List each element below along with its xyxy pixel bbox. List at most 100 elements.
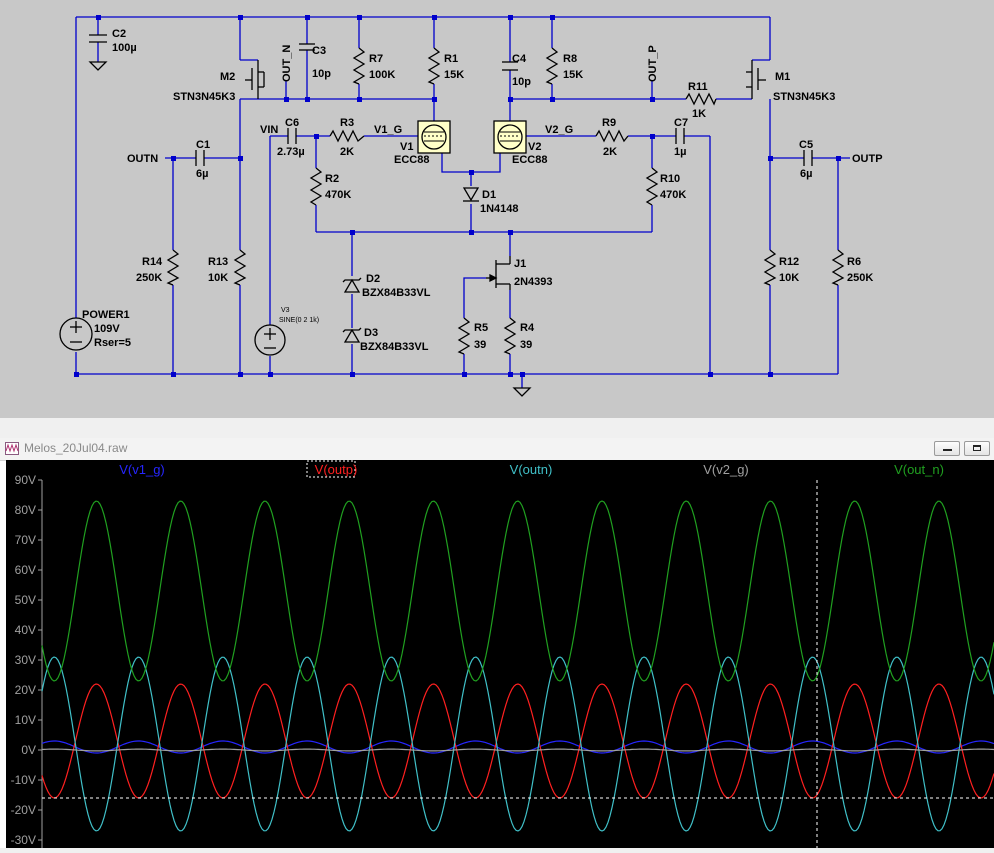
trace-line[interactable]	[41, 656, 994, 832]
tube-v2-symbol[interactable]	[493, 120, 527, 154]
net-out-n-label: OUT_N	[281, 45, 293, 82]
y-tick-label: 0V	[21, 743, 36, 757]
resistor-r13-symbol[interactable]	[233, 249, 247, 286]
m1-ref: M1	[775, 71, 790, 83]
r2-ref: R2	[325, 173, 339, 185]
ground-main-icon	[512, 387, 532, 397]
mosfet-m1-symbol[interactable]	[746, 60, 766, 99]
y-tick-label: -10V	[11, 773, 36, 787]
resistor-r1-symbol[interactable]	[427, 47, 441, 85]
net-outn-label: OUTN	[127, 153, 158, 165]
capacitor-c6-symbol[interactable]	[287, 128, 297, 144]
resistor-r14-symbol[interactable]	[166, 249, 180, 286]
minimize-icon	[943, 449, 952, 451]
v3-ref: V3	[281, 307, 290, 314]
j1-value: 2N4393	[514, 276, 553, 288]
r14-ref: R14	[142, 256, 163, 268]
legend-entry[interactable]: V(v2_g)	[703, 462, 749, 477]
maximize-button[interactable]	[964, 441, 990, 456]
resistor-r7-symbol[interactable]	[352, 47, 366, 85]
resistor-r12-symbol[interactable]	[763, 249, 777, 286]
net-v1-g-label: V1_G	[374, 124, 402, 136]
resistor-r10-symbol[interactable]	[645, 167, 659, 206]
trace-line[interactable]	[41, 683, 994, 799]
c5-ref: C5	[799, 139, 813, 151]
v3-value: SINE(0 2 1k)	[279, 317, 319, 324]
legend-entry[interactable]: V(v1_g)	[119, 462, 165, 477]
diode-d1-symbol[interactable]	[462, 187, 480, 202]
resistor-r8-symbol[interactable]	[545, 47, 559, 85]
r6-ref: R6	[847, 256, 861, 268]
r3-value: 2K	[340, 146, 354, 158]
r5-ref: R5	[474, 322, 488, 334]
r9-ref: R9	[602, 117, 616, 129]
pane-divider[interactable]	[0, 418, 994, 438]
y-tick-label: 20V	[15, 683, 36, 697]
waveform-window-titlebar[interactable]: Melos_20Jul04.raw	[0, 438, 994, 461]
power1-rser: Rser=5	[94, 337, 131, 349]
r2-value: 470K	[325, 189, 351, 201]
m2-ref: M2	[220, 71, 235, 83]
capacitor-c1-symbol[interactable]	[195, 150, 205, 166]
maximize-icon	[973, 445, 981, 451]
junction-dots	[74, 15, 841, 377]
legend-entry[interactable]: V(outn)	[510, 462, 553, 477]
d3-ref: D3	[364, 327, 378, 339]
r1-ref: R1	[444, 53, 458, 65]
voltage-source-v3-symbol[interactable]	[254, 324, 286, 356]
v1-value: ECC88	[394, 154, 429, 166]
zener-d3-symbol[interactable]	[342, 327, 362, 343]
power1-ref: POWER1	[82, 309, 130, 321]
r10-value: 470K	[660, 189, 686, 201]
waveform-plot[interactable]: V(v1_g) V(outp) V(outn) V(v2_g) V(out_n) 90V…	[6, 460, 994, 848]
v1-ref: V1	[400, 141, 413, 153]
c2-value: 100µ	[112, 42, 137, 54]
plot-area[interactable]: V(v1_g) V(outp) V(outn) V(v2_g) V(out_n) 90V…	[6, 460, 994, 848]
capacitor-c4-symbol[interactable]	[502, 61, 518, 71]
minimize-button[interactable]	[934, 441, 960, 456]
net-v2-g-label: V2_G	[545, 124, 573, 136]
y-tick-label: 70V	[15, 533, 36, 547]
r11-ref: R11	[688, 81, 708, 93]
tube-v1-symbol[interactable]	[417, 120, 451, 154]
r7-ref: R7	[369, 53, 383, 65]
resistor-r9-symbol[interactable]	[595, 129, 629, 143]
resistor-r11-symbol[interactable]	[685, 92, 717, 106]
wires	[75, 16, 850, 388]
capacitor-c7-symbol[interactable]	[675, 128, 685, 144]
c1-ref: C1	[196, 139, 210, 151]
c3-value: 10p	[312, 68, 331, 80]
schematic-canvas[interactable]: C2 100µ M2 STN3N45K3 OUT_N C3 10p R7 100…	[0, 0, 994, 418]
r12-value: 10K	[779, 272, 799, 284]
y-tick-label: -30V	[11, 833, 36, 847]
capacitor-c3-symbol[interactable]	[299, 43, 315, 51]
legend-entry[interactable]: V(out_n)	[894, 462, 944, 477]
c6-ref: C6	[285, 117, 299, 129]
zener-d2-symbol[interactable]	[342, 277, 362, 293]
resistor-r6-symbol[interactable]	[831, 249, 845, 286]
r6-value: 250K	[847, 272, 873, 284]
r8-ref: R8	[563, 53, 577, 65]
voltage-source-power1-symbol[interactable]	[59, 317, 93, 351]
y-tick-label: 10V	[15, 713, 36, 727]
resistor-r4-symbol[interactable]	[503, 317, 517, 355]
legend-entry[interactable]: V(outp)	[315, 462, 358, 477]
capacitor-c2-symbol[interactable]	[89, 34, 107, 43]
capacitor-c5-symbol[interactable]	[803, 150, 813, 166]
c7-ref: C7	[674, 117, 688, 129]
resistor-r2-symbol[interactable]	[309, 167, 323, 206]
jfet-j1-symbol[interactable]	[486, 256, 511, 290]
waveform-window[interactable]: Melos_20Jul04.raw V(v1_g)V(outp)V(outn)V…	[0, 438, 994, 848]
r11-value: 1K	[692, 108, 706, 120]
resistor-r5-symbol[interactable]	[457, 317, 471, 355]
y-tick-label: 90V	[15, 473, 36, 487]
trace-line[interactable]	[41, 748, 994, 752]
trace-line[interactable]	[41, 500, 994, 682]
c4-ref: C4	[512, 53, 527, 65]
resistor-r3-symbol[interactable]	[329, 129, 365, 143]
c5-value: 6µ	[800, 168, 812, 180]
net-outp-label: OUTP	[852, 153, 883, 165]
mosfet-m2-symbol[interactable]	[245, 60, 265, 99]
r12-ref: R12	[779, 256, 799, 268]
c7-value: 1µ	[674, 146, 686, 158]
